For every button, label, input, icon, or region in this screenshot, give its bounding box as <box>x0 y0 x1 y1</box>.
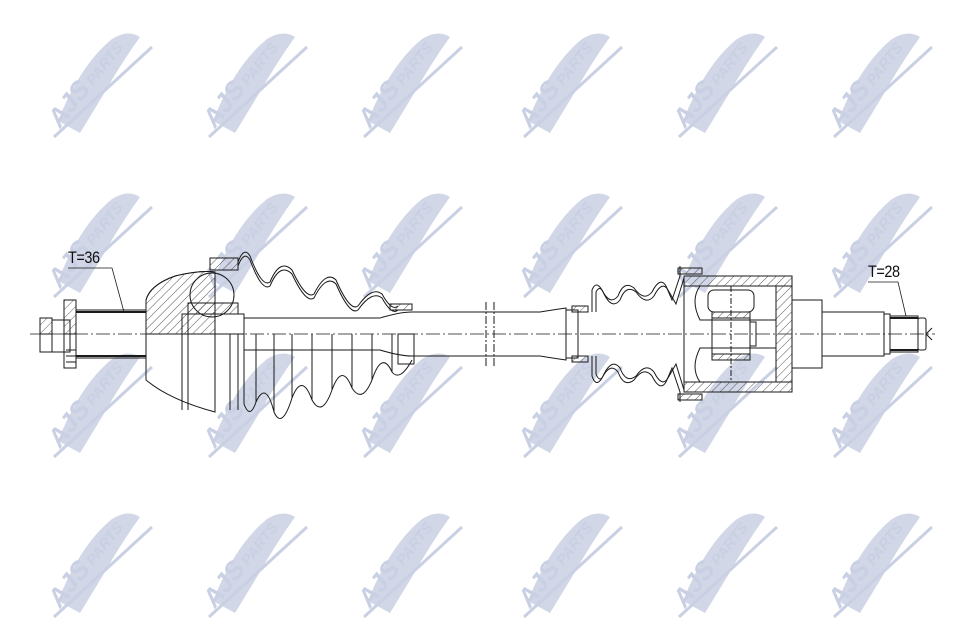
spline-count-left: T=36 <box>68 248 100 267</box>
spline-count-right: T=28 <box>868 262 900 281</box>
leader-t36 <box>68 267 125 313</box>
inner-tripod-joint <box>683 275 793 393</box>
outer-boot <box>237 251 415 419</box>
intermediate-shaft <box>244 302 579 368</box>
inner-boot <box>571 266 703 402</box>
leader-t28 <box>868 281 907 317</box>
inner-stub-shaft <box>791 299 933 369</box>
outer-cv-joint <box>145 257 245 413</box>
